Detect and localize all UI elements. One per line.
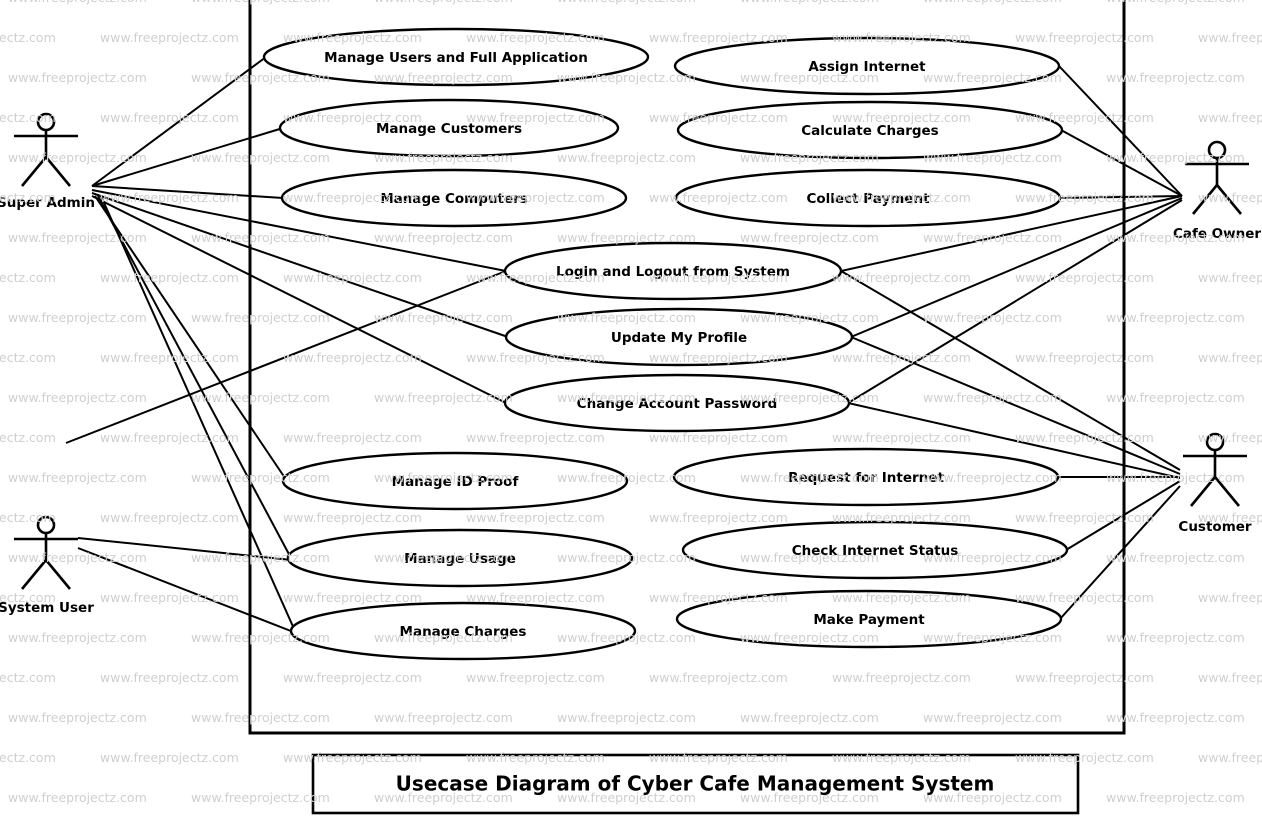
actor-leg-left-icon [20, 156, 48, 187]
actor-leg-left-icon [1191, 184, 1219, 215]
actor-leg-right-icon [44, 156, 72, 187]
actor-system-user[interactable]: System User [0, 515, 94, 616]
usecase-label: Make Payment [813, 612, 925, 628]
usecase-label: Check Internet Status [792, 543, 959, 559]
usecase-label: Manage Customers [376, 121, 522, 137]
actor-customer[interactable]: Customer [1178, 432, 1252, 535]
actor-head-icon [36, 112, 56, 132]
usecase-ellipse [676, 100, 1064, 160]
assoc-super-admin-change-account-password [91, 195, 507, 404]
system-boundary [248, 0, 1126, 735]
usecase-calculate-charges[interactable]: Calculate Charges [676, 100, 1064, 160]
assoc-system-user-manage-usage [77, 537, 293, 561]
usecase-ellipse [503, 241, 843, 301]
assoc-customer-check-internet-status [1065, 480, 1181, 551]
association-lines [65, 56, 1183, 634]
actor-leg-right-icon [1215, 184, 1243, 215]
usecase-ellipse [262, 27, 650, 87]
usecase-update-my-profile[interactable]: Update My Profile [504, 307, 854, 367]
actor-leg-left-icon [20, 559, 48, 590]
usecase-ellipse [503, 373, 851, 433]
actor-leg-left-icon [1189, 476, 1217, 507]
assoc-super-admin-manage-id-proof [94, 195, 288, 482]
usecase-label: Collect Payment [806, 191, 930, 207]
usecase-manage-usage[interactable]: Manage Usage [286, 528, 634, 588]
assoc-customer-change-account-password [847, 402, 1181, 479]
assoc-customer-login-and-logout-from-system [840, 270, 1181, 471]
assoc-system-user-manage-charges [77, 547, 297, 634]
actor-leg-right-icon [44, 559, 72, 590]
usecase-ellipse [289, 601, 637, 661]
assoc-super-admin-manage-customers [91, 127, 284, 187]
usecase-login-and-logout-from-system[interactable]: Login and Logout from System [503, 241, 843, 301]
usecase-manage-users-full-application[interactable]: Manage Users and Full Application [262, 27, 650, 87]
assoc-customer-make-payment [1059, 485, 1181, 620]
usecase-ellipse [673, 36, 1061, 96]
usecase-ellipse [504, 307, 854, 367]
assoc-system-user-login-and-logout-from-system [65, 270, 507, 444]
usecase-request-for-internet[interactable]: Request for Internet [672, 447, 1060, 507]
usecase-ellipse [674, 168, 1062, 228]
usecase-assign-internet[interactable]: Assign Internet [673, 36, 1061, 96]
usecase-ellipse [286, 528, 634, 588]
usecase-label: Manage Usage [404, 551, 516, 567]
title-box-rect [311, 753, 1080, 815]
usecase-ellipse [280, 168, 628, 228]
usecase-ellipse [672, 447, 1060, 507]
usecase-make-payment[interactable]: Make Payment [675, 589, 1063, 649]
usecase-label: Update My Profile [611, 330, 747, 346]
usecase-manage-computers[interactable]: Manage Computers [280, 168, 628, 228]
usecase-label: Manage Computers [380, 191, 528, 207]
usecase-label: Login and Logout from System [556, 264, 790, 280]
usecase-label: Calculate Charges [801, 123, 938, 139]
actor-super-admin[interactable]: Super Admin [0, 112, 95, 211]
assoc-super-admin-update-my-profile [91, 192, 509, 338]
actor-head-icon [1207, 140, 1227, 160]
assoc-cafe-owner-collect-payment [1059, 195, 1183, 199]
diagram-title: Usecase Diagram of Cyber Cafe Management… [396, 772, 995, 796]
assoc-cafe-owner-calculate-charges [1060, 129, 1183, 197]
usecase-label: Request for Internet [788, 470, 944, 486]
usecase-manage-charges[interactable]: Manage Charges [289, 601, 637, 661]
usecase-label: Manage Charges [400, 624, 527, 640]
usecase-label: Assign Internet [808, 59, 926, 75]
actor-label: Cafe Owner [1173, 226, 1261, 242]
assoc-super-admin-manage-users-full-application [91, 56, 267, 187]
usecase-label: Manage Users and Full Application [324, 50, 588, 66]
assoc-cafe-owner-login-and-logout-from-system [840, 195, 1183, 272]
assoc-cafe-owner-update-my-profile [850, 197, 1183, 338]
actor-label: System User [0, 600, 94, 616]
usecase-collect-payment[interactable]: Collect Payment [674, 168, 1062, 228]
assoc-super-admin-login-and-logout-from-system [91, 189, 507, 272]
actor-label: Customer [1178, 519, 1252, 535]
usecase-ellipse [278, 98, 620, 158]
usecase-ellipse [281, 451, 629, 511]
assoc-super-admin-manage-computers [91, 185, 284, 199]
assoc-customer-update-my-profile [850, 336, 1181, 475]
actor-cafe-owner[interactable]: Cafe Owner [1173, 140, 1261, 242]
usecase-label: Change Account Password [577, 396, 778, 412]
usecase-manage-customers[interactable]: Manage Customers [278, 98, 620, 158]
usecase-ellipse [681, 520, 1069, 580]
actor-head-icon [36, 515, 56, 535]
usecase-ellipse [675, 589, 1063, 649]
actor-leg-right-icon [1213, 476, 1241, 507]
assoc-super-admin-manage-charges [100, 195, 296, 632]
title-box: Usecase Diagram of Cyber Cafe Management… [311, 753, 1080, 815]
usecase-change-account-password[interactable]: Change Account Password [503, 373, 851, 433]
actor-head-icon [1205, 432, 1225, 452]
assoc-cafe-owner-assign-internet [1058, 65, 1183, 197]
actor-label: Super Admin [0, 195, 95, 211]
usecase-manage-id-proof[interactable]: Manage ID Proof [281, 451, 629, 511]
usecase-check-internet-status[interactable]: Check Internet Status [681, 520, 1069, 580]
assoc-cafe-owner-change-account-password [847, 199, 1183, 404]
assoc-super-admin-manage-usage [97, 195, 292, 559]
usecase-label: Manage ID Proof [392, 474, 519, 490]
usecase-ellipses: Manage Users and Full ApplicationAssign … [262, 27, 1069, 661]
